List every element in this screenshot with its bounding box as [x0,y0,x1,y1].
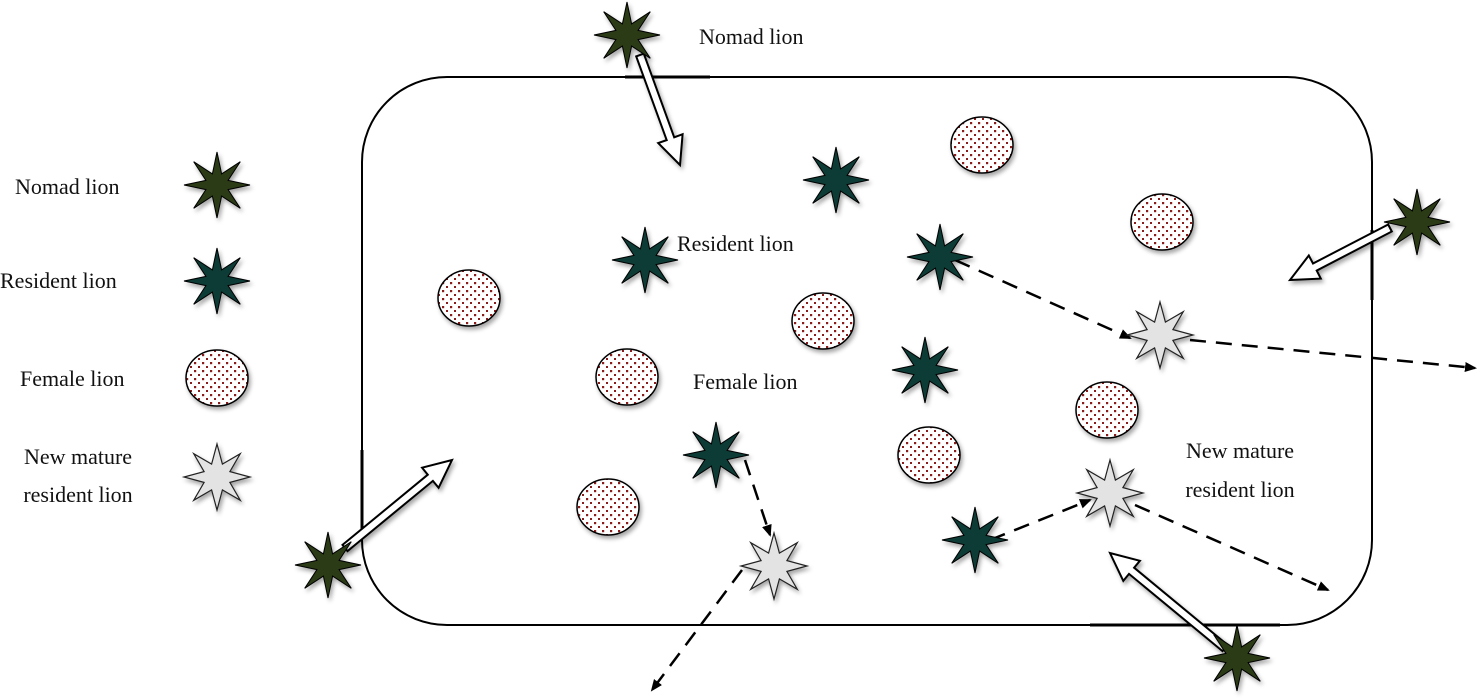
nomad-lion [294,531,362,599]
legend-label-nomad: Nomad lion [15,174,120,199]
nomad-entry-arrow-bottom [1108,551,1229,653]
territory-boundary [361,76,1373,626]
resident-lion [906,223,974,291]
legend-nomad-lion-icon [183,151,251,219]
female-lion [595,348,659,406]
resident-to-new-mature-arrow-2 [743,459,772,537]
new-mature-exit-arrow-right [1189,338,1477,372]
female-lion [791,292,855,350]
legend-new-mature-resident-lion-icon [181,441,253,513]
new-mature-exit-arrow-bottom-right [1134,503,1330,592]
nomad-entry-arrow-left [341,458,454,553]
legend-resident-lion-icon [183,247,251,315]
legend-female-lion-icon [185,349,249,407]
resident-lion [611,226,679,294]
legend-label-new-mature-line2: resident lion [23,482,133,507]
female-lion [1130,193,1194,251]
nomad-lion [1203,624,1271,692]
diagram-label-female: Female lion [693,369,798,394]
legend-label-resident: Resident lion [0,268,117,293]
female-lion [897,426,961,484]
resident-lion [802,146,870,214]
female-lion [1075,381,1139,439]
resident-lion [891,336,959,404]
movement-arrows [341,52,1477,692]
new-mature-resident-lion [1124,299,1196,371]
new-mature-resident-lion [1074,457,1146,529]
nomad-lion [593,1,661,69]
legend-label-female: Female lion [20,366,125,391]
legend-label-new-mature-line1: New mature [23,444,133,469]
diagram-label-new-mature-line2: resident lion [1185,477,1295,502]
nomad-entry-arrow-right [1287,223,1394,282]
nomad-lion [1383,188,1451,256]
new-mature-resident-lion [738,530,810,602]
resident-to-new-mature-arrow-3 [989,498,1092,542]
lion-stars [181,1,1451,692]
nomad-entry-arrow-top [634,52,684,168]
diagram-label-new-mature-line1: New mature [1185,438,1295,463]
female-lion [576,478,640,536]
diagram-label-resident: Resident lion [677,231,794,256]
female-lion [950,116,1014,174]
new-mature-exit-arrow-bottom [650,569,743,692]
resident-lion [941,506,1009,574]
female-lions [185,116,1194,536]
resident-lion [682,421,750,489]
diagram-label-nomad: Nomad lion [699,24,804,49]
resident-to-new-mature-arrow-1 [954,258,1132,340]
female-lion [437,269,501,327]
